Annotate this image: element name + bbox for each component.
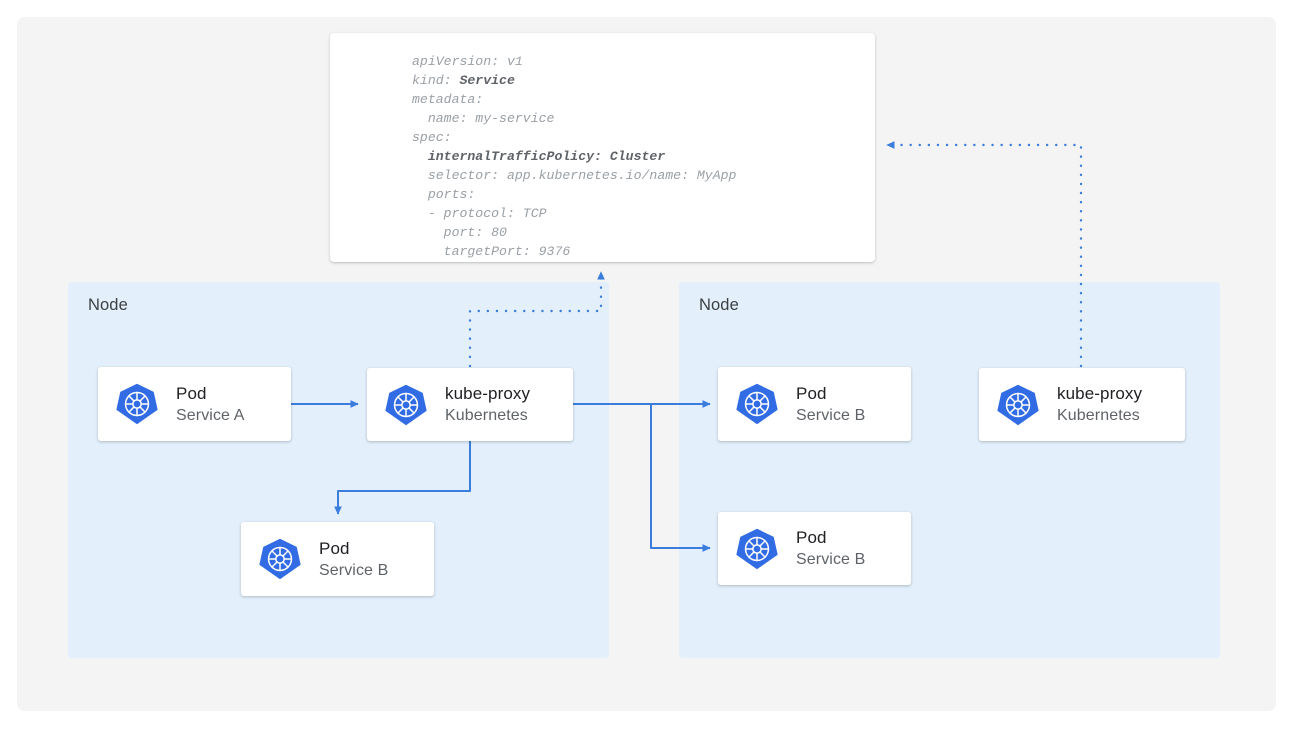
node-label-right: Node <box>699 296 739 314</box>
yaml-line-selector: selector: app.kubernetes.io/name: MyApp <box>412 168 737 184</box>
yaml-line-spec: spec: <box>412 130 452 146</box>
card-text-kube-proxy-right: kube-proxy Kubernetes <box>1057 382 1142 427</box>
card-title: kube-proxy <box>1057 384 1143 403</box>
card-pod-service-a[interactable]: Pod Service A <box>98 367 291 441</box>
card-title: Pod <box>796 528 827 547</box>
kubernetes-logo-icon <box>116 383 158 425</box>
card-kube-proxy-right[interactable]: kube-proxy Kubernetes <box>979 368 1185 441</box>
node-container-left: Node <box>68 282 609 658</box>
card-title: kube-proxy <box>445 384 531 403</box>
yaml-line-kind: kind: Service <box>412 73 515 89</box>
card-subtitle: Service A <box>176 406 245 424</box>
kubernetes-logo-icon <box>385 384 427 425</box>
yaml-line-internaltrafficpolicy: internalTrafficPolicy: Cluster <box>412 149 666 165</box>
node-container-right: Node <box>679 282 1220 658</box>
card-subtitle: Kubernetes <box>1057 407 1140 424</box>
yaml-line-port: port: 80 <box>412 225 507 241</box>
card-text-pod-service-a: Pod Service A <box>176 382 245 427</box>
card-text-pod-service-b-remote-bottom: Pod Service B <box>796 526 865 571</box>
card-subtitle: Service B <box>796 406 866 424</box>
yaml-line-apiversion: apiVersion: v1 <box>412 54 523 69</box>
yaml-line-name: name: my-service <box>412 111 555 127</box>
kubernetes-logo-icon <box>997 384 1039 425</box>
kubernetes-logo-icon <box>736 528 778 569</box>
service-manifest-code: apiVersion: v1 kind: Service metadata: n… <box>412 52 736 262</box>
card-subtitle: Service B <box>319 561 389 579</box>
card-pod-service-b-local[interactable]: Pod Service B <box>241 522 434 596</box>
card-kube-proxy-left[interactable]: kube-proxy Kubernetes <box>367 368 573 441</box>
yaml-line-metadata: metadata: <box>412 92 484 108</box>
node-label-left: Node <box>88 296 128 314</box>
card-subtitle: Service B <box>796 551 866 568</box>
kubernetes-logo-icon <box>736 383 778 425</box>
card-subtitle: Kubernetes <box>445 407 528 424</box>
card-title: Pod <box>796 383 827 403</box>
card-title: Pod <box>319 538 350 558</box>
card-pod-service-b-remote-top[interactable]: Pod Service B <box>718 367 911 441</box>
card-text-pod-service-b-remote-top: Pod Service B <box>796 382 865 427</box>
yaml-kind-value: Service <box>459 73 515 89</box>
card-text-pod-service-b-local: Pod Service B <box>319 537 388 582</box>
card-title: Pod <box>176 383 207 403</box>
yaml-line-targetport: targetPort: 9376 <box>412 244 571 260</box>
yaml-line-protocol: - protocol: TCP <box>412 206 547 222</box>
card-text-kube-proxy-left: kube-proxy Kubernetes <box>445 382 530 427</box>
card-pod-service-b-remote-bottom[interactable]: Pod Service B <box>718 512 911 585</box>
service-manifest-box: apiVersion: v1 kind: Service metadata: n… <box>330 33 875 262</box>
yaml-line-ports: ports: <box>412 187 476 203</box>
kubernetes-logo-icon <box>259 538 301 580</box>
